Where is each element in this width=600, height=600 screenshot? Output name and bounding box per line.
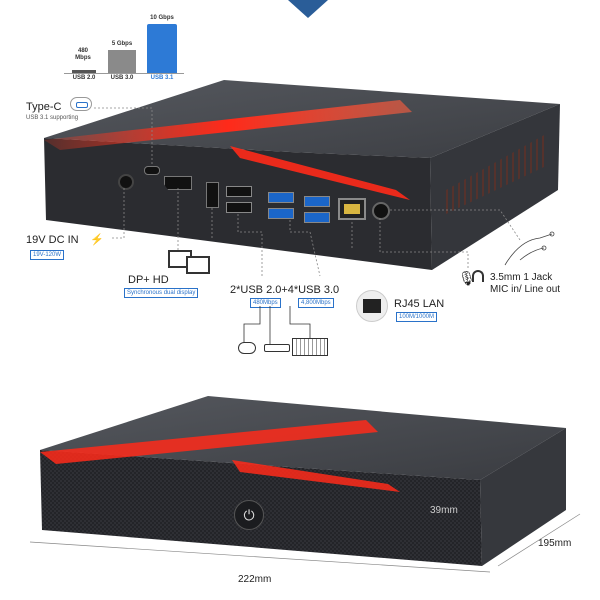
usb3-port-2 [268, 208, 294, 219]
width-dimension: 222mm [238, 574, 272, 585]
usb-badge-left: 480Mbps [250, 298, 281, 308]
lan-badge: 100M/1000M [396, 312, 438, 322]
usb3-port-3 [304, 196, 330, 207]
usb31-name: USB 3.1 [150, 75, 174, 81]
microphone-icon: 🎙 [458, 270, 476, 286]
dimension-lines [29, 513, 581, 573]
callout-lines [94, 107, 521, 277]
mouse-icon [238, 342, 256, 354]
dc-in-port [118, 174, 134, 190]
lan-cable-icon [356, 290, 388, 322]
earphone-cable-icon [504, 231, 555, 266]
dc-in-badge: 19V-120W [30, 250, 65, 260]
usb2-port-top [226, 186, 252, 197]
typec-port [144, 166, 160, 175]
audio-jack-port [372, 202, 390, 220]
depth-dimension: 195mm [538, 538, 572, 549]
typec-subtitle: USB 3.1 supporting [26, 115, 79, 121]
usb-speed-chart: 480 Mbps USB 2.0 5 Gbps USB 3.0 10 Gbps … [60, 10, 190, 86]
usb-title: 2*USB 2.0+4*USB 3.0 [230, 284, 340, 296]
typec-title: Type-C [26, 101, 62, 113]
power-button[interactable]: ⏻ [234, 500, 264, 530]
top-chevron-indicator [288, 0, 328, 18]
usb2-name: USB 2.0 [72, 75, 96, 81]
usb3-port-1 [268, 192, 294, 203]
dc-in-title: 19V DC IN [26, 234, 79, 246]
usb2-speed-bar [72, 70, 96, 73]
audio-subtitle: MIC in/ Line out [490, 284, 561, 295]
usb2-port-bottom [226, 202, 252, 213]
usb2-speed-label: 480 Mbps [75, 48, 91, 61]
lan-title: RJ45 LAN [394, 298, 445, 310]
typec-icon [70, 97, 92, 111]
usb-stick-icon [264, 344, 290, 352]
usb-cables [243, 306, 311, 344]
usb3-port-4 [304, 212, 330, 223]
usb3-name: USB 3.0 [110, 75, 134, 81]
height-dimension: 39mm [430, 505, 458, 516]
dual-monitor-icon [168, 250, 218, 278]
headphone-icon [472, 270, 484, 282]
hdmi-port [206, 182, 219, 208]
usb31-speed-label: 10 Gbps [150, 15, 174, 21]
display-title: DP+ HD [128, 274, 169, 286]
audio-title: 3.5mm 1 Jack [490, 272, 553, 283]
usb3-speed-label: 5 Gbps [111, 41, 133, 47]
usb-badge-right: 4,800Mbps [298, 298, 334, 308]
display-badge: Synchronous dual display [124, 288, 199, 298]
keyboard-icon [292, 338, 328, 356]
usb3-speed-bar [108, 50, 136, 73]
power-icon: ⏻ [243, 507, 255, 523]
rj45-port [338, 198, 366, 220]
chart-baseline [64, 73, 184, 74]
plug-icon: ⚡ [90, 234, 104, 246]
usb31-speed-bar [147, 24, 177, 73]
